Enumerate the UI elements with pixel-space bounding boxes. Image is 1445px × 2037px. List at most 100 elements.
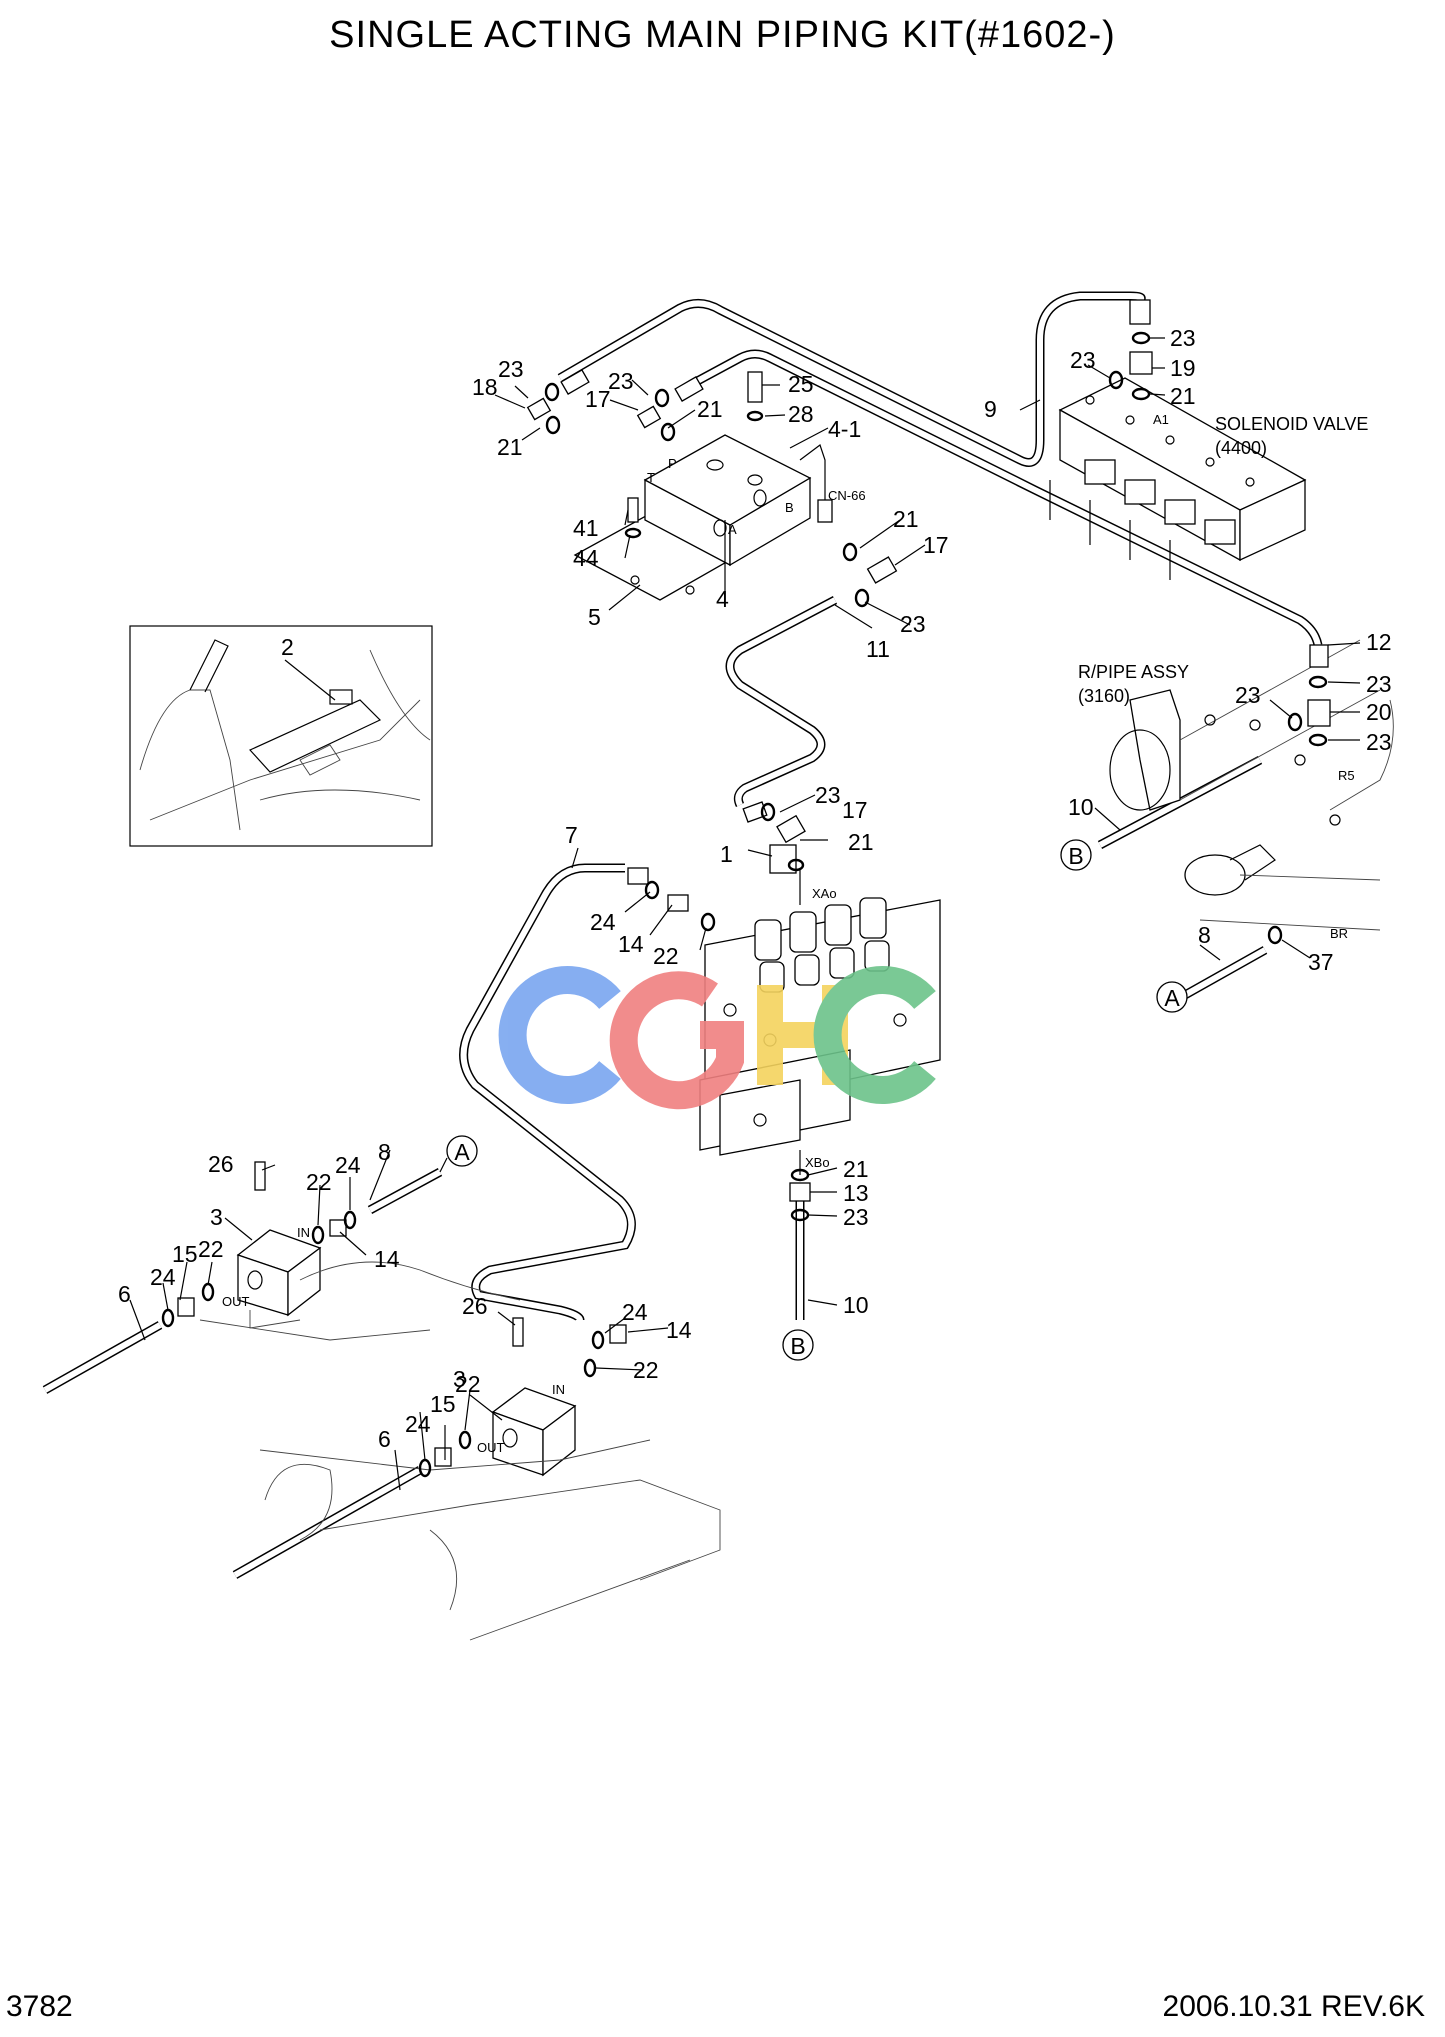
mark-cn66: CN-66 [828, 488, 866, 503]
part-label: 23 [1170, 325, 1196, 351]
part-label: 44 [573, 545, 599, 571]
part-label: 8 [378, 1139, 391, 1165]
part-label: 21 [893, 506, 919, 532]
part-label: 21 [1170, 383, 1196, 409]
mark-port-a: A [728, 522, 737, 537]
part-label: 23 [1070, 347, 1096, 373]
mark-out-lower: OUT [477, 1440, 505, 1455]
valve-block-4 [573, 434, 833, 601]
part-label: 21 [843, 1156, 869, 1182]
part-label: 23 [1235, 682, 1261, 708]
part-label: 21 [697, 396, 723, 422]
part-label: 4 [716, 586, 729, 612]
pipe-11 [725, 596, 838, 808]
inset-joystick-view [129, 625, 433, 847]
part-label: 21 [497, 434, 523, 460]
part-label: 23 [1366, 729, 1392, 755]
part-label: 24 [622, 1299, 648, 1325]
mark-r5: R5 [1338, 768, 1355, 783]
part-label: 22 [198, 1236, 224, 1262]
block-3-lower [259, 1387, 721, 1641]
part-label: 22 [306, 1169, 332, 1195]
part-label: 25 [788, 371, 814, 397]
part-label: 8 [1198, 922, 1211, 948]
connector-b-bottom-label: B [790, 1333, 805, 1359]
leader-lines [129, 337, 1361, 1491]
part-label: 23 [815, 782, 841, 808]
hose-8-right [1182, 946, 1268, 999]
connector-a-right-label: A [1164, 985, 1180, 1011]
part-label: 14 [374, 1246, 400, 1272]
mark-port-b: B [785, 500, 794, 515]
part-label: 15 [172, 1241, 198, 1267]
mark-br: BR [1330, 926, 1348, 941]
part-label: 11 [866, 636, 890, 662]
part-label: 17 [842, 797, 868, 823]
connector-b-right-label: B [1068, 843, 1083, 869]
part-label: 3 [210, 1204, 223, 1230]
part-label: 1 [720, 841, 733, 867]
connector-a-right: A [1156, 981, 1188, 1013]
part-label: 14 [666, 1317, 692, 1343]
part-label: 26 [462, 1293, 488, 1319]
part-label: 22 [455, 1371, 481, 1397]
part-label: 9 [984, 396, 997, 422]
hose-6-lower [232, 1466, 423, 1579]
part-label: 24 [150, 1264, 176, 1290]
part-label: 23 [1366, 671, 1392, 697]
part-label: 5 [588, 604, 601, 630]
part-label: 22 [653, 943, 679, 969]
part-label: 23 [843, 1204, 869, 1230]
part-label: 22 [633, 1357, 659, 1383]
mark-out-upper: OUT [222, 1294, 250, 1309]
solenoid-valve-code: (4400) [1215, 438, 1267, 458]
part-label: 24 [590, 909, 616, 935]
solenoid-valve-name: SOLENOID VALVE [1215, 414, 1368, 434]
part-label: 21 [848, 829, 874, 855]
part-label: 18 [472, 374, 498, 400]
connector-a-left-label: A [454, 1139, 470, 1165]
watermark-logo [498, 966, 936, 1110]
page-number: 3782 [6, 1990, 73, 2023]
page-title: SINGLE ACTING MAIN PIPING KIT(#1602-) [329, 14, 1116, 56]
part-label: 20 [1366, 699, 1392, 725]
part-label: 15 [430, 1391, 456, 1417]
connector-a-left: A [439, 1135, 478, 1173]
mark-in-upper: IN [297, 1225, 310, 1240]
part-label: 23 [900, 611, 926, 637]
part-label: 26 [208, 1151, 234, 1177]
rpipe-assy-name: R/PIPE ASSY [1078, 662, 1189, 682]
part-label: 12 [1366, 629, 1392, 655]
part-label: 24 [335, 1152, 361, 1178]
connector-b-right: B [1060, 839, 1092, 871]
connector-b-bottom: B [782, 1329, 814, 1361]
part-label: 17 [923, 532, 949, 558]
part-label: 23 [498, 356, 524, 382]
part-label: 28 [788, 401, 814, 427]
pipe-9 [557, 291, 1146, 467]
r-pipe-assy-3160 [1109, 639, 1394, 931]
part-label: 2 [281, 634, 294, 660]
part-label: 6 [378, 1426, 391, 1452]
part-label: 19 [1170, 355, 1196, 381]
block-3-upper [199, 1229, 521, 1341]
mark-in-lower: IN [552, 1382, 565, 1397]
fittings [161, 299, 1331, 1478]
part-label: 37 [1308, 949, 1334, 975]
revision-date: 2006.10.31 REV.6K [1162, 1990, 1425, 2023]
rpipe-assy-code: (3160) [1078, 686, 1130, 706]
mark-port-t: T [647, 470, 655, 485]
mark-xao: XAo [812, 886, 837, 901]
part-label: 6 [118, 1281, 131, 1307]
pipe-7 [459, 863, 636, 1322]
pipe-12 [687, 349, 1323, 647]
part-number-labels: 23 18 21 23 17 21 25 28 4-1 41 44 5 4 21… [118, 325, 1392, 1452]
mark-a1: A1 [1153, 412, 1169, 427]
part-label: 17 [585, 386, 611, 412]
mark-port-p: P [668, 456, 677, 471]
mark-xbo: XBo [805, 1155, 830, 1170]
part-label: 10 [843, 1292, 869, 1318]
pipe-10-right [1097, 756, 1263, 849]
solenoid-valve-4400 [1049, 377, 1307, 580]
